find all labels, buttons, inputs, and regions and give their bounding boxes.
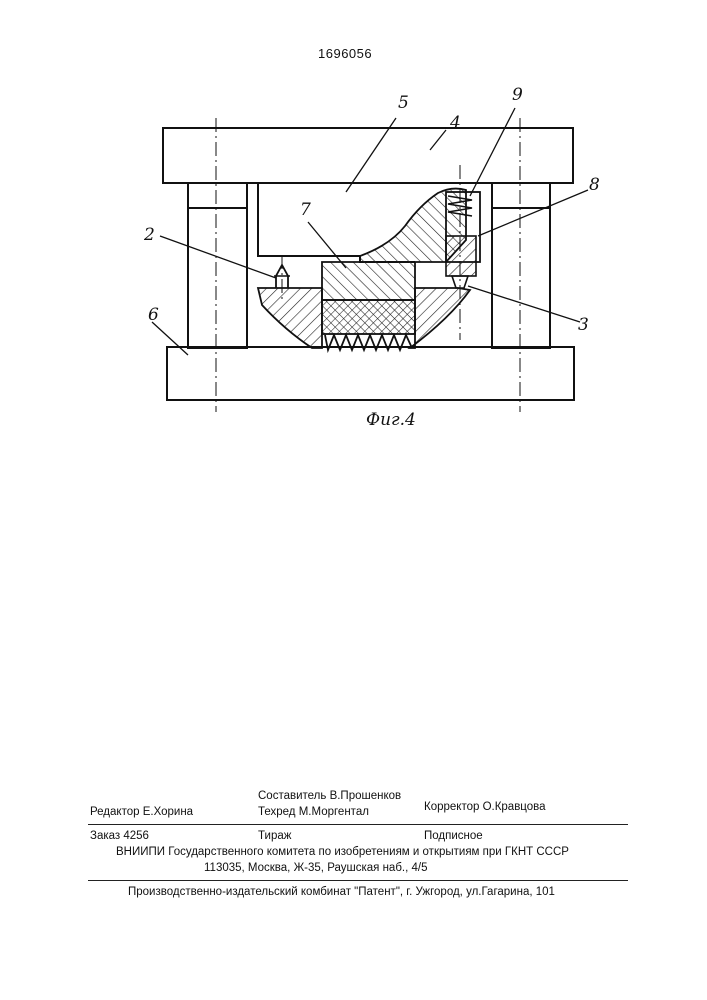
compiler-line: Составитель В.Прошенков bbox=[258, 790, 401, 802]
tech-editor-line: Техред М.Моргентал bbox=[258, 806, 369, 818]
editor-line: Редактор Е.Хорина bbox=[90, 806, 193, 818]
footer-rule-bottom bbox=[88, 880, 628, 881]
callout-9: 9 bbox=[512, 85, 523, 105]
subscription-line: Подписное bbox=[424, 830, 483, 842]
callout-2: 2 bbox=[143, 225, 155, 245]
figure-caption: Фиг.4 bbox=[366, 410, 416, 430]
plunger bbox=[446, 236, 476, 276]
upper-plate bbox=[163, 128, 573, 183]
address-line: 113035, Москва, Ж-35, Раушская наб., 4/5 bbox=[204, 862, 427, 874]
lower-plate bbox=[167, 347, 574, 400]
callout-3: 3 bbox=[578, 315, 589, 335]
circulation-line: Тираж bbox=[258, 830, 291, 842]
die-left bbox=[258, 288, 322, 348]
callout-7: 7 bbox=[300, 200, 311, 220]
callout-4: 4 bbox=[449, 113, 461, 133]
callout-6: 6 bbox=[148, 305, 159, 325]
technical-drawing: 5 4 9 8 7 2 6 3 bbox=[0, 0, 707, 440]
die-right bbox=[410, 288, 470, 348]
callout-5: 5 bbox=[398, 93, 409, 113]
corrector-line: Корректор О.Кравцова bbox=[424, 801, 546, 813]
callout-8: 8 bbox=[589, 175, 600, 195]
workpiece bbox=[322, 300, 415, 334]
footer-rule-top bbox=[88, 824, 628, 825]
institute-line: ВНИИПИ Государственного комитета по изоб… bbox=[116, 846, 569, 858]
punch bbox=[322, 189, 466, 300]
order-line: Заказ 4256 bbox=[90, 830, 149, 842]
publisher-line: Производственно-издательский комбинат "П… bbox=[128, 886, 555, 898]
